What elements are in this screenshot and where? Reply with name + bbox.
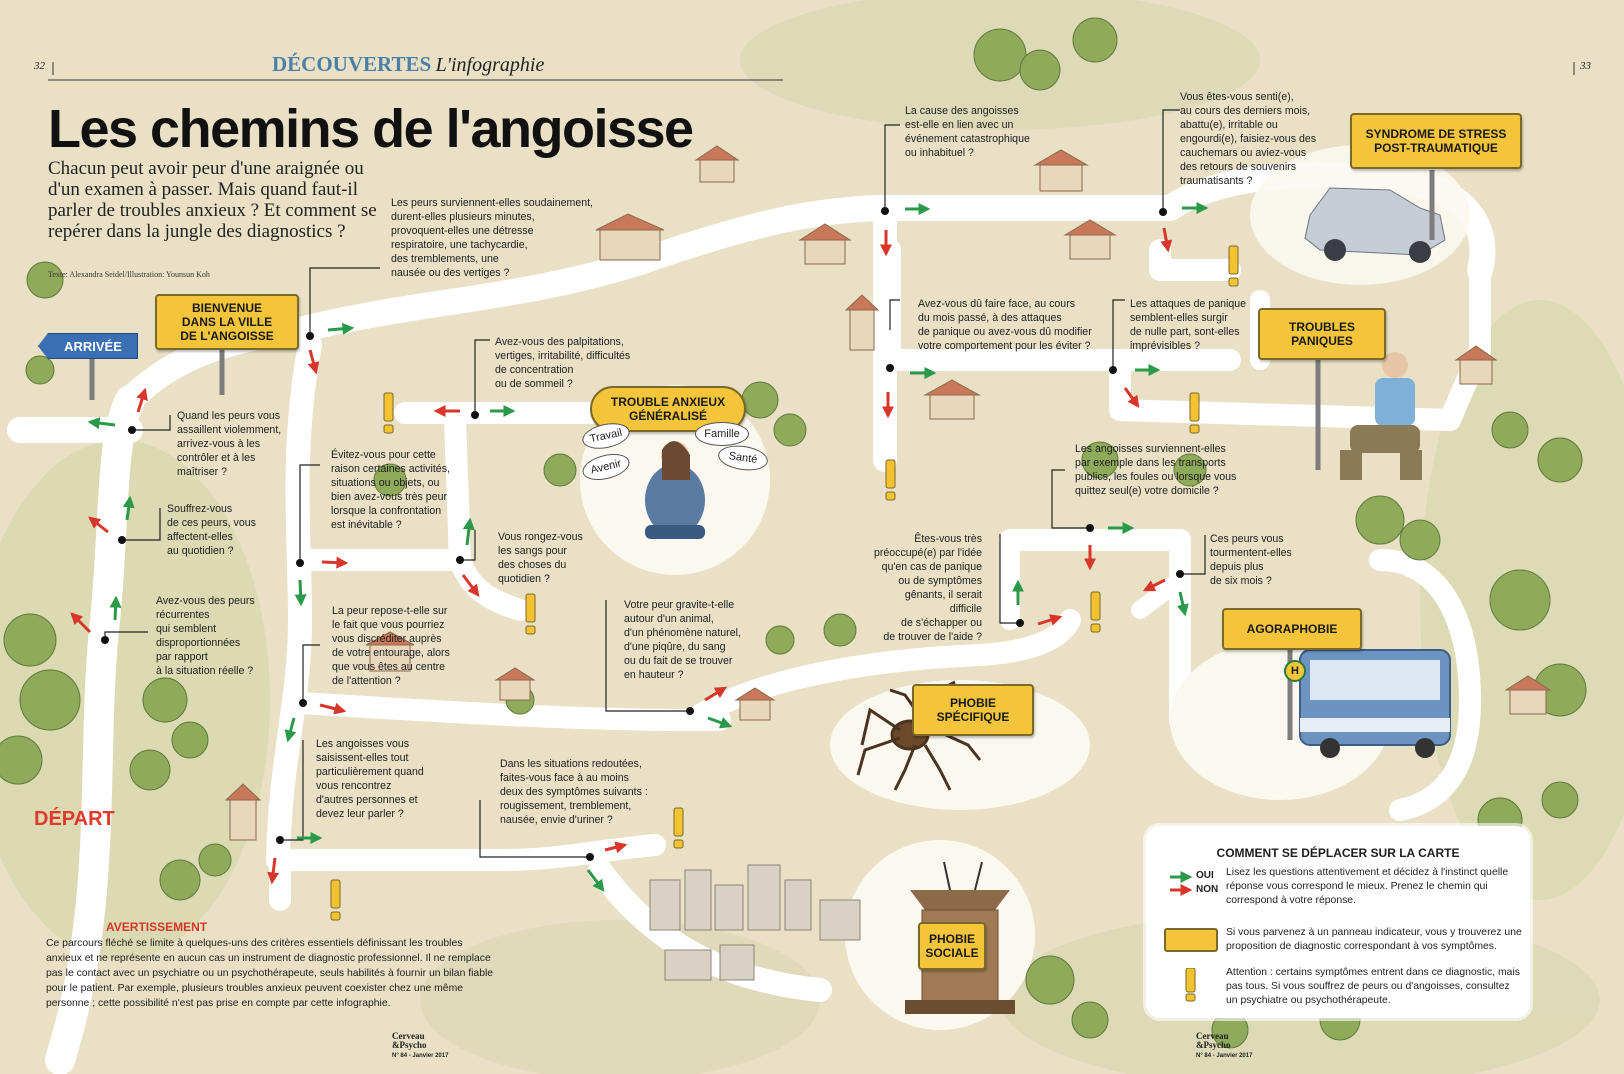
warning-title: AVERTISSEMENT bbox=[106, 920, 208, 934]
legend-oui: OUI bbox=[1196, 870, 1214, 881]
question-transports-foules: Les angoisses surviennent-elles par exem… bbox=[1075, 443, 1237, 497]
question-palpitations: Avez-vous des palpitations, vertiges, ir… bbox=[495, 336, 631, 390]
question-rencontre-personnes: Les angoisses vous saisissent-elles tout… bbox=[316, 738, 424, 820]
bubble-famille: Famille bbox=[695, 422, 749, 446]
bubble-famille-text: Famille bbox=[704, 428, 740, 440]
footer-issue-left: N° 84 - Janvier 2017 bbox=[392, 1053, 449, 1059]
section-sublabel: L'infographie bbox=[435, 54, 545, 76]
page-number-left: 32 bbox=[34, 60, 45, 72]
question-evenement-catastrophique: La cause des angoisses est-elle en lien … bbox=[905, 105, 1030, 159]
question-attaques-panique: Avez-vous dû faire face, au cours du moi… bbox=[918, 298, 1092, 352]
question-rongez-vous: Vous rongez-vous les sangs pour des chos… bbox=[498, 531, 583, 585]
footer-brand-right-1: Cerveau bbox=[1196, 1031, 1229, 1041]
question-panique-imprevisible: Les attaques de panique semblent-elles s… bbox=[1130, 298, 1247, 352]
question-abattu-irritable: Vous êtes-vous senti(e), au cours des de… bbox=[1180, 91, 1317, 187]
route-arrows bbox=[70, 202, 1209, 892]
question-evitement: Évitez-vous pour cette raison certaines … bbox=[331, 449, 450, 531]
city-buildings bbox=[649, 864, 861, 981]
sign-agoraphobie: AGORAPHOBIE bbox=[1222, 608, 1362, 650]
seated-person-illustration bbox=[645, 441, 705, 539]
footer-brand-left: Cerveau &Psycho N° 84 - Janvier 2017 bbox=[392, 1032, 448, 1061]
section-heading: DÉCOUVERTES L'infographie bbox=[272, 52, 544, 77]
sign-stress-post-traumatique: SYNDROME DE STRESS POST-TRAUMATIQUE bbox=[1350, 113, 1522, 169]
question-peurs-soudaines: Les peurs surviennent-elles soudainement… bbox=[391, 197, 593, 279]
footer-issue-right: N° 84 - Janvier 2017 bbox=[1196, 1053, 1253, 1059]
question-souffrez-vous: Souffrez-vous de ces peurs, vous affecte… bbox=[167, 503, 256, 557]
bubble-sante-text: Santé bbox=[727, 450, 759, 466]
arrivee-label: ARRIVÉE bbox=[64, 338, 122, 354]
footer-brand-left-1: Cerveau bbox=[392, 1031, 425, 1041]
legend-arrows-icon bbox=[1170, 871, 1193, 896]
question-animal-phenomene: Votre peur gravite-t-elle autour d'un an… bbox=[624, 599, 741, 681]
page-number-right: 33 bbox=[1580, 60, 1591, 72]
footer-brand-right: Cerveau &Psycho N° 84 - Janvier 2017 bbox=[1196, 1032, 1252, 1061]
sign-troubles-paniques: TROUBLES PANIQUES bbox=[1258, 308, 1386, 360]
credit-line: Texte: Alexandra Seidel/Illustration: Yo… bbox=[48, 270, 210, 279]
bubble-travail-text: Travail bbox=[588, 426, 624, 446]
page-subtitle: Chacun peut avoir peur d'une araignée ou… bbox=[48, 158, 377, 242]
page-title: Les chemins de l'angoisse bbox=[48, 99, 694, 159]
decision-dots bbox=[101, 207, 1184, 861]
footer-brand-right-2: &Psycho bbox=[1196, 1040, 1231, 1050]
legend-text-arrows: Lisez les questions attentivement et déc… bbox=[1226, 867, 1509, 906]
sign-posts bbox=[89, 170, 1435, 740]
panicking-man-illustration bbox=[1340, 352, 1422, 480]
car-illustration bbox=[1304, 187, 1446, 263]
question-symptomes: Dans les situations redoutées, faites-vo… bbox=[500, 758, 648, 826]
warning-text: Ce parcours fléché se limite à quelques-… bbox=[46, 938, 494, 1009]
caution-marks bbox=[330, 245, 1239, 921]
bus-illustration bbox=[1299, 649, 1451, 758]
sign-phobie-specifique: PHOBIE SPÉCIFIQUE bbox=[912, 684, 1034, 736]
question-six-mois: Ces peurs vous tourmentent-elles depuis … bbox=[1210, 533, 1292, 587]
question-controler-peurs: Quand les peurs vous assaillent violemme… bbox=[177, 410, 282, 478]
legend-box: COMMENT SE DÉPLACER SUR LA CARTE OUI NON… bbox=[1146, 826, 1530, 1018]
legend-text-signs: Si vous parvenez à un panneau indicateur… bbox=[1226, 927, 1522, 952]
bus-stop-letter: H bbox=[1291, 665, 1299, 677]
question-peurs-recurrentes: Avez-vous des peurs récurrentes qui semb… bbox=[156, 595, 255, 677]
arrivee-sign: ARRIVÉE bbox=[38, 333, 138, 359]
legend-text-caution: Attention : certains symptômes entrent d… bbox=[1226, 967, 1520, 1006]
question-discredit: La peur repose-t-elle sur le fait que vo… bbox=[332, 605, 450, 687]
section-label: DÉCOUVERTES bbox=[272, 52, 432, 76]
footer-brand-left-2: &Psycho bbox=[392, 1040, 427, 1050]
legend-sign-swatch bbox=[1164, 928, 1218, 952]
question-echapper-aide: Êtes-vous très préoccupé(e) par l'idée q… bbox=[873, 533, 982, 643]
sign-bienvenue: BIENVENUE DANS LA VILLE DE L'ANGOISSE bbox=[155, 294, 299, 350]
legend-non: NON bbox=[1196, 884, 1219, 895]
legend-title: COMMENT SE DÉPLACER SUR LA CARTE bbox=[1216, 846, 1460, 860]
depart-label: DÉPART bbox=[34, 808, 115, 830]
sign-phobie-sociale: PHOBIE SOCIALE bbox=[918, 922, 986, 970]
bubble-avenir-text: Avenir bbox=[589, 457, 623, 477]
caution-icon bbox=[1185, 968, 1196, 1002]
houses bbox=[224, 145, 1552, 841]
bus-stop-sign: H bbox=[1284, 660, 1306, 682]
question-leader-lines bbox=[104, 109, 1206, 858]
